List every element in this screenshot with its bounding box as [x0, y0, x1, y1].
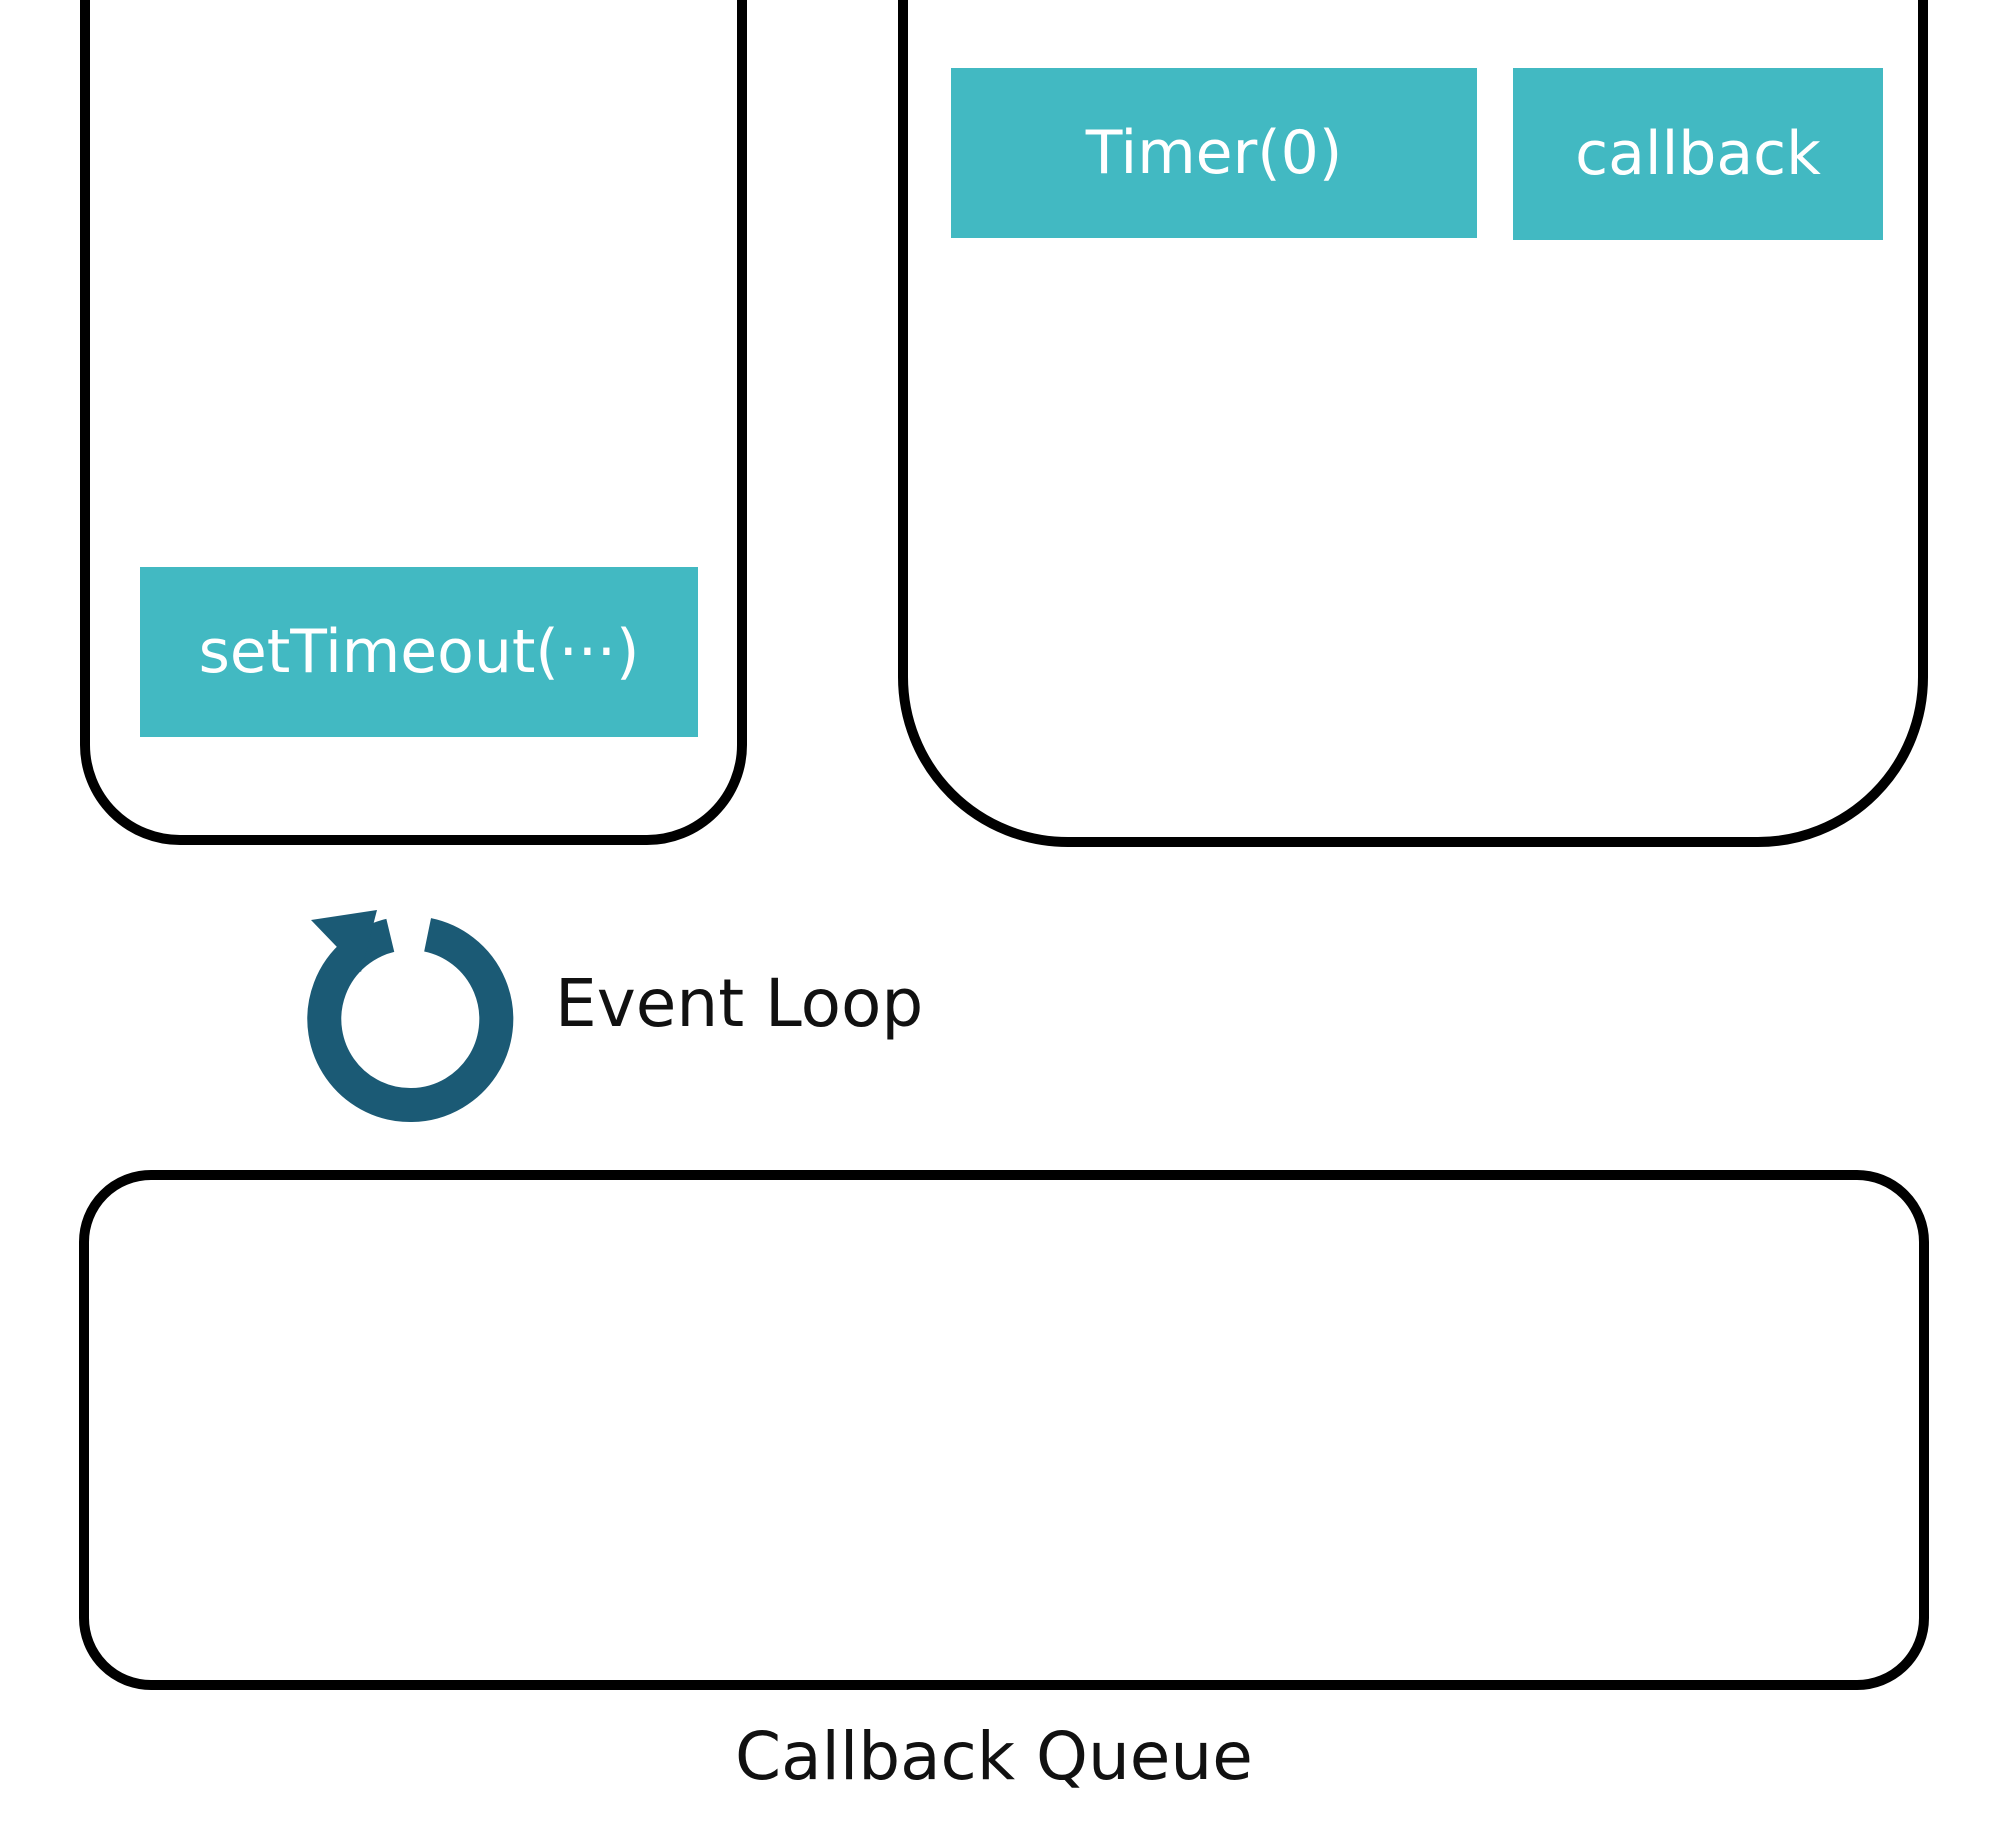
settimeout-block: setTimeout(···): [140, 567, 698, 737]
event-loop-label: Event Loop: [555, 965, 924, 1042]
callback-queue-panel: [79, 1170, 1929, 1690]
loop-arc: [307, 918, 514, 1123]
timer-block: Timer(0): [951, 68, 1477, 238]
callback-block: callback: [1513, 68, 1883, 240]
callback-queue-label: Callback Queue: [735, 1718, 1253, 1795]
loop-arrowhead: [311, 910, 377, 972]
event-loop-icon: [307, 910, 514, 1123]
